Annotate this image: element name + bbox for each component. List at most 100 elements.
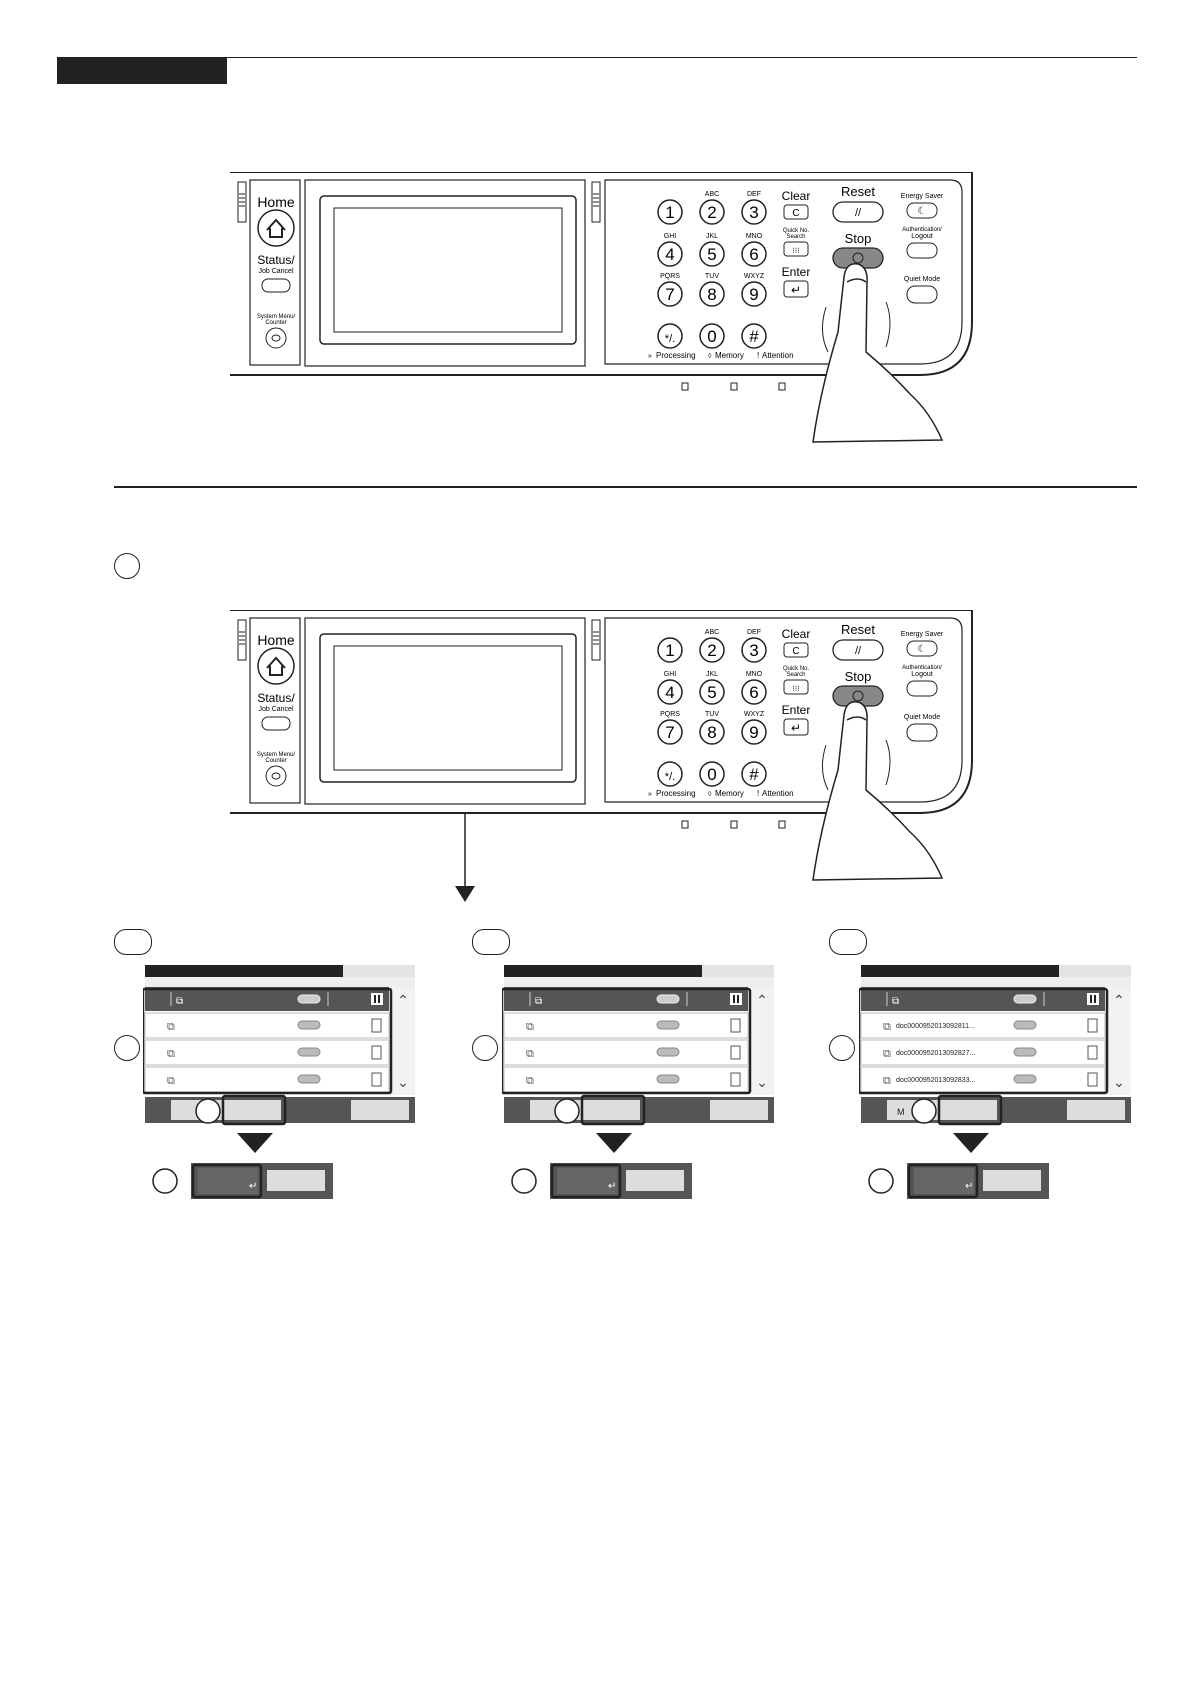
key-4-button[interactable] [657,241,683,267]
yes-button[interactable] [557,1168,617,1194]
yes-button[interactable] [914,1168,974,1194]
key-8-button[interactable] [699,281,725,307]
reset-button[interactable] [832,639,884,661]
logout-button[interactable] [906,242,938,259]
cancel-job-button[interactable] [942,1100,997,1120]
document-icon: ⧉ [883,1021,891,1033]
svg-text:C: C [792,208,799,219]
clear-button[interactable] [783,642,809,658]
logout-button[interactable] [906,680,938,697]
job-list-row[interactable] [860,1066,1106,1093]
device-icon [371,1072,382,1087]
list-header-row [504,987,748,1011]
down-arrow-icon [237,1133,273,1153]
tab-label: M [897,1107,905,1117]
touch-panel-display[interactable] [333,207,563,333]
scroll-down-icon[interactable]: ⌄ [397,1074,409,1090]
key-7-button[interactable] [657,281,683,307]
scroll-up-icon[interactable]: ⌃ [1113,992,1125,1008]
enter-button[interactable] [783,280,809,298]
key-11-button[interactable] [699,761,725,787]
system-menu-label: System Menu/ [257,314,296,320]
key-1-button[interactable] [657,637,683,663]
key-8-button[interactable] [699,719,725,745]
status-label: Status/ [257,691,295,705]
moon-icon: ☾ [918,206,927,217]
key-10-button[interactable] [657,323,683,349]
logout-label: Logout [911,233,932,240]
svg-text:⧉: ⧉ [535,996,542,1007]
status-button[interactable] [261,716,291,731]
no-button[interactable] [267,1170,325,1191]
job-list-row[interactable] [144,1012,390,1039]
moon-icon: ☾ [918,644,927,655]
close-button[interactable] [351,1100,409,1120]
key-6-button[interactable] [741,679,767,705]
touch-panel-display[interactable] [333,645,563,771]
close-button[interactable] [710,1100,768,1120]
key-11-button[interactable] [699,323,725,349]
key-12-button[interactable] [741,761,767,787]
job-list-row[interactable] [860,1012,1106,1039]
cancel-job-button[interactable] [226,1100,281,1120]
yes-button[interactable] [198,1168,258,1194]
job-list-row[interactable] [144,1039,390,1066]
job-list-row[interactable] [144,1066,390,1093]
key-6-button[interactable] [741,241,767,267]
key-4-button[interactable] [657,679,683,705]
key-5-button[interactable] [699,241,725,267]
key-5-button[interactable] [699,679,725,705]
energy-saver-button[interactable] [906,202,938,219]
quick-no-search-button[interactable] [783,679,809,695]
scroll-up-icon[interactable]: ⌃ [397,992,409,1008]
scroll-up-icon[interactable]: ⌃ [756,992,768,1008]
job-list-row[interactable] [503,1012,749,1039]
key-12-button[interactable] [741,323,767,349]
reset-button[interactable] [832,201,884,223]
key-9-button[interactable] [741,281,767,307]
yes-button-highlight [550,1163,622,1199]
close-button[interactable] [1067,1100,1125,1120]
scroll-down-icon[interactable]: ⌄ [756,1074,768,1090]
svg-text:⁝⁝⁝: ⁝⁝⁝ [792,684,800,693]
key-letters-label: DEF [747,191,761,198]
quiet-mode-button[interactable] [906,723,938,742]
key-3-button[interactable] [741,199,767,225]
system-menu-button[interactable] [265,327,287,349]
enter-button[interactable] [783,718,809,736]
no-button[interactable] [626,1170,684,1191]
operation-panel-1: Home Status/ Job Cancel System Menu/ Cou… [230,171,975,452]
job-list-row[interactable] [860,1039,1106,1066]
key-3-button[interactable] [741,637,767,663]
key-digit-label: 9 [749,285,758,304]
key-2-button[interactable] [699,199,725,225]
job-list-row[interactable] [503,1066,749,1093]
key-7-button[interactable] [657,719,683,745]
step-marker-b [472,929,510,955]
energy-saver-button[interactable] [906,640,938,657]
status-button[interactable] [261,278,291,293]
job-list-row[interactable] [503,1039,749,1066]
screen-b: ⧉ ⧉⧉⧉ ⌃ ⌄ ↵ [500,965,780,1235]
home-button[interactable] [257,647,295,685]
key-digit-label: 4 [665,245,674,264]
system-menu-button[interactable] [265,765,287,787]
key-letters-label: TUV [705,711,719,718]
home-button[interactable] [257,209,295,247]
quick-no-search-button[interactable] [783,241,809,257]
no-button[interactable] [983,1170,1041,1191]
job-list-highlight [500,987,752,1095]
processing-indicator: » [648,353,652,360]
key-9-button[interactable] [741,719,767,745]
cancel-job-button[interactable] [585,1100,640,1120]
key-10-button[interactable] [657,761,683,787]
cancel-button-highlight [937,1094,1003,1126]
scroll-down-icon[interactable]: ⌄ [1113,1074,1125,1090]
step-marker [114,553,140,579]
quiet-mode-button[interactable] [906,285,938,304]
counter-label: Counter [265,758,286,764]
key-1-button[interactable] [657,199,683,225]
key-2-button[interactable] [699,637,725,663]
clear-button[interactable] [783,204,809,220]
down-arrow-icon [596,1133,632,1153]
